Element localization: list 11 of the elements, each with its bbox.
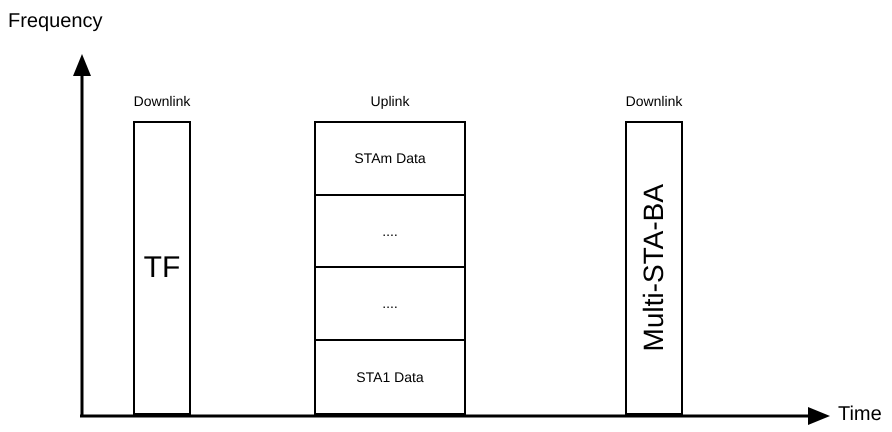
data-slot: .... xyxy=(316,268,464,340)
block-label: Multi-STA-BA xyxy=(638,184,670,352)
data-slot: STAm Data xyxy=(316,123,464,196)
axis-label: Frequency xyxy=(8,10,102,33)
block-label: TF xyxy=(144,251,180,285)
block-heading: Uplink xyxy=(370,92,410,111)
data-slot: STA1 Data xyxy=(316,340,464,413)
data-slot: .... xyxy=(316,196,464,268)
block-heading: Downlink xyxy=(625,92,683,111)
axis-label: Time xyxy=(838,403,882,426)
block-heading: Downlink xyxy=(133,92,191,111)
